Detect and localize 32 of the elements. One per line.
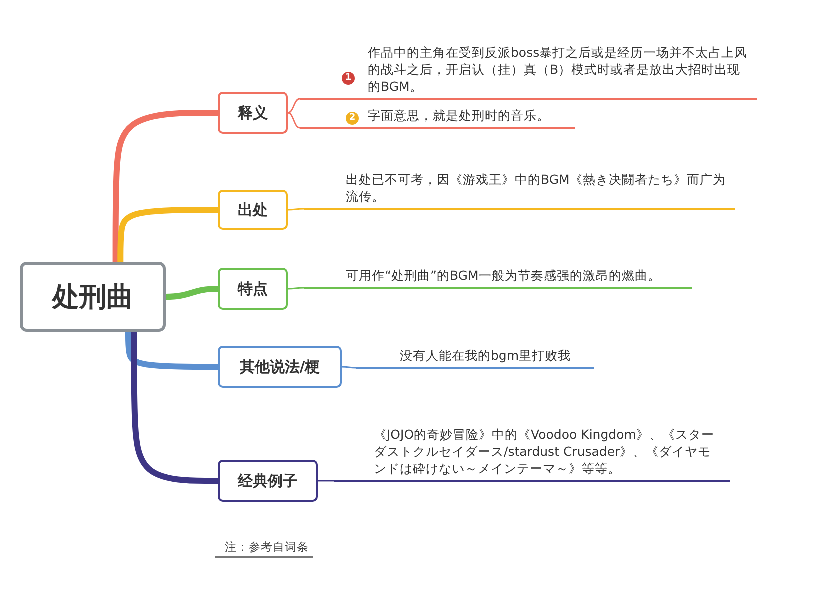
note-text: 出处已不可考，因《游戏王》中的BGM《熱き决闘者たち》而广为流传。	[346, 171, 727, 205]
branch-line	[288, 287, 304, 290]
branch-line	[288, 208, 304, 211]
topic-box	[218, 460, 318, 502]
topic-box	[218, 190, 288, 230]
branch-line	[131, 332, 218, 484]
branch-line	[318, 480, 334, 482]
footnote: 注：参考自词条	[215, 540, 313, 558]
branch-line	[342, 366, 356, 369]
topic-label: 出处	[238, 200, 268, 220]
topic-label: 特点	[238, 280, 268, 298]
note-text: 《JOJO的奇妙冒险》中的《Voodoo Kingdom》、《スターダストクルセイダース/stardust Crusader》、《ダイヤモンドは砕けない～メインテーマ～》等等。	[374, 426, 716, 477]
branch-line	[118, 207, 218, 262]
topic-label: 经典例子	[238, 472, 298, 490]
topic-box	[218, 92, 288, 134]
note-text: 可用作“处刑曲”的BGM一般为节奏感强的激昂的燃曲。	[346, 267, 662, 284]
note-text: 作品中的主角在受到反派boss暴打之后或是经历一场并不太占上风的战斗之后，开启认（挂）真（B）模式时或者是放出大招时出现的BGM。	[368, 44, 749, 95]
branch-line	[288, 112, 300, 129]
topic-box	[218, 268, 288, 310]
number-badge: 1	[342, 72, 355, 85]
topic-label: 释义	[238, 104, 268, 122]
central-topic-label: 处刑曲	[52, 281, 134, 315]
topic-box	[218, 346, 342, 388]
number-badge: 2	[346, 112, 359, 125]
branch-line	[166, 286, 218, 300]
note-text: 字面意思，就是处刑时的音乐。	[368, 107, 551, 124]
central-topic-box	[20, 262, 166, 332]
note-text: 没有人能在我的bgm里打败我	[400, 347, 572, 364]
topic-label: 其他说法/梗	[240, 358, 320, 376]
branch-line	[112, 110, 218, 262]
branch-line	[126, 332, 218, 370]
branch-line	[288, 98, 300, 114]
